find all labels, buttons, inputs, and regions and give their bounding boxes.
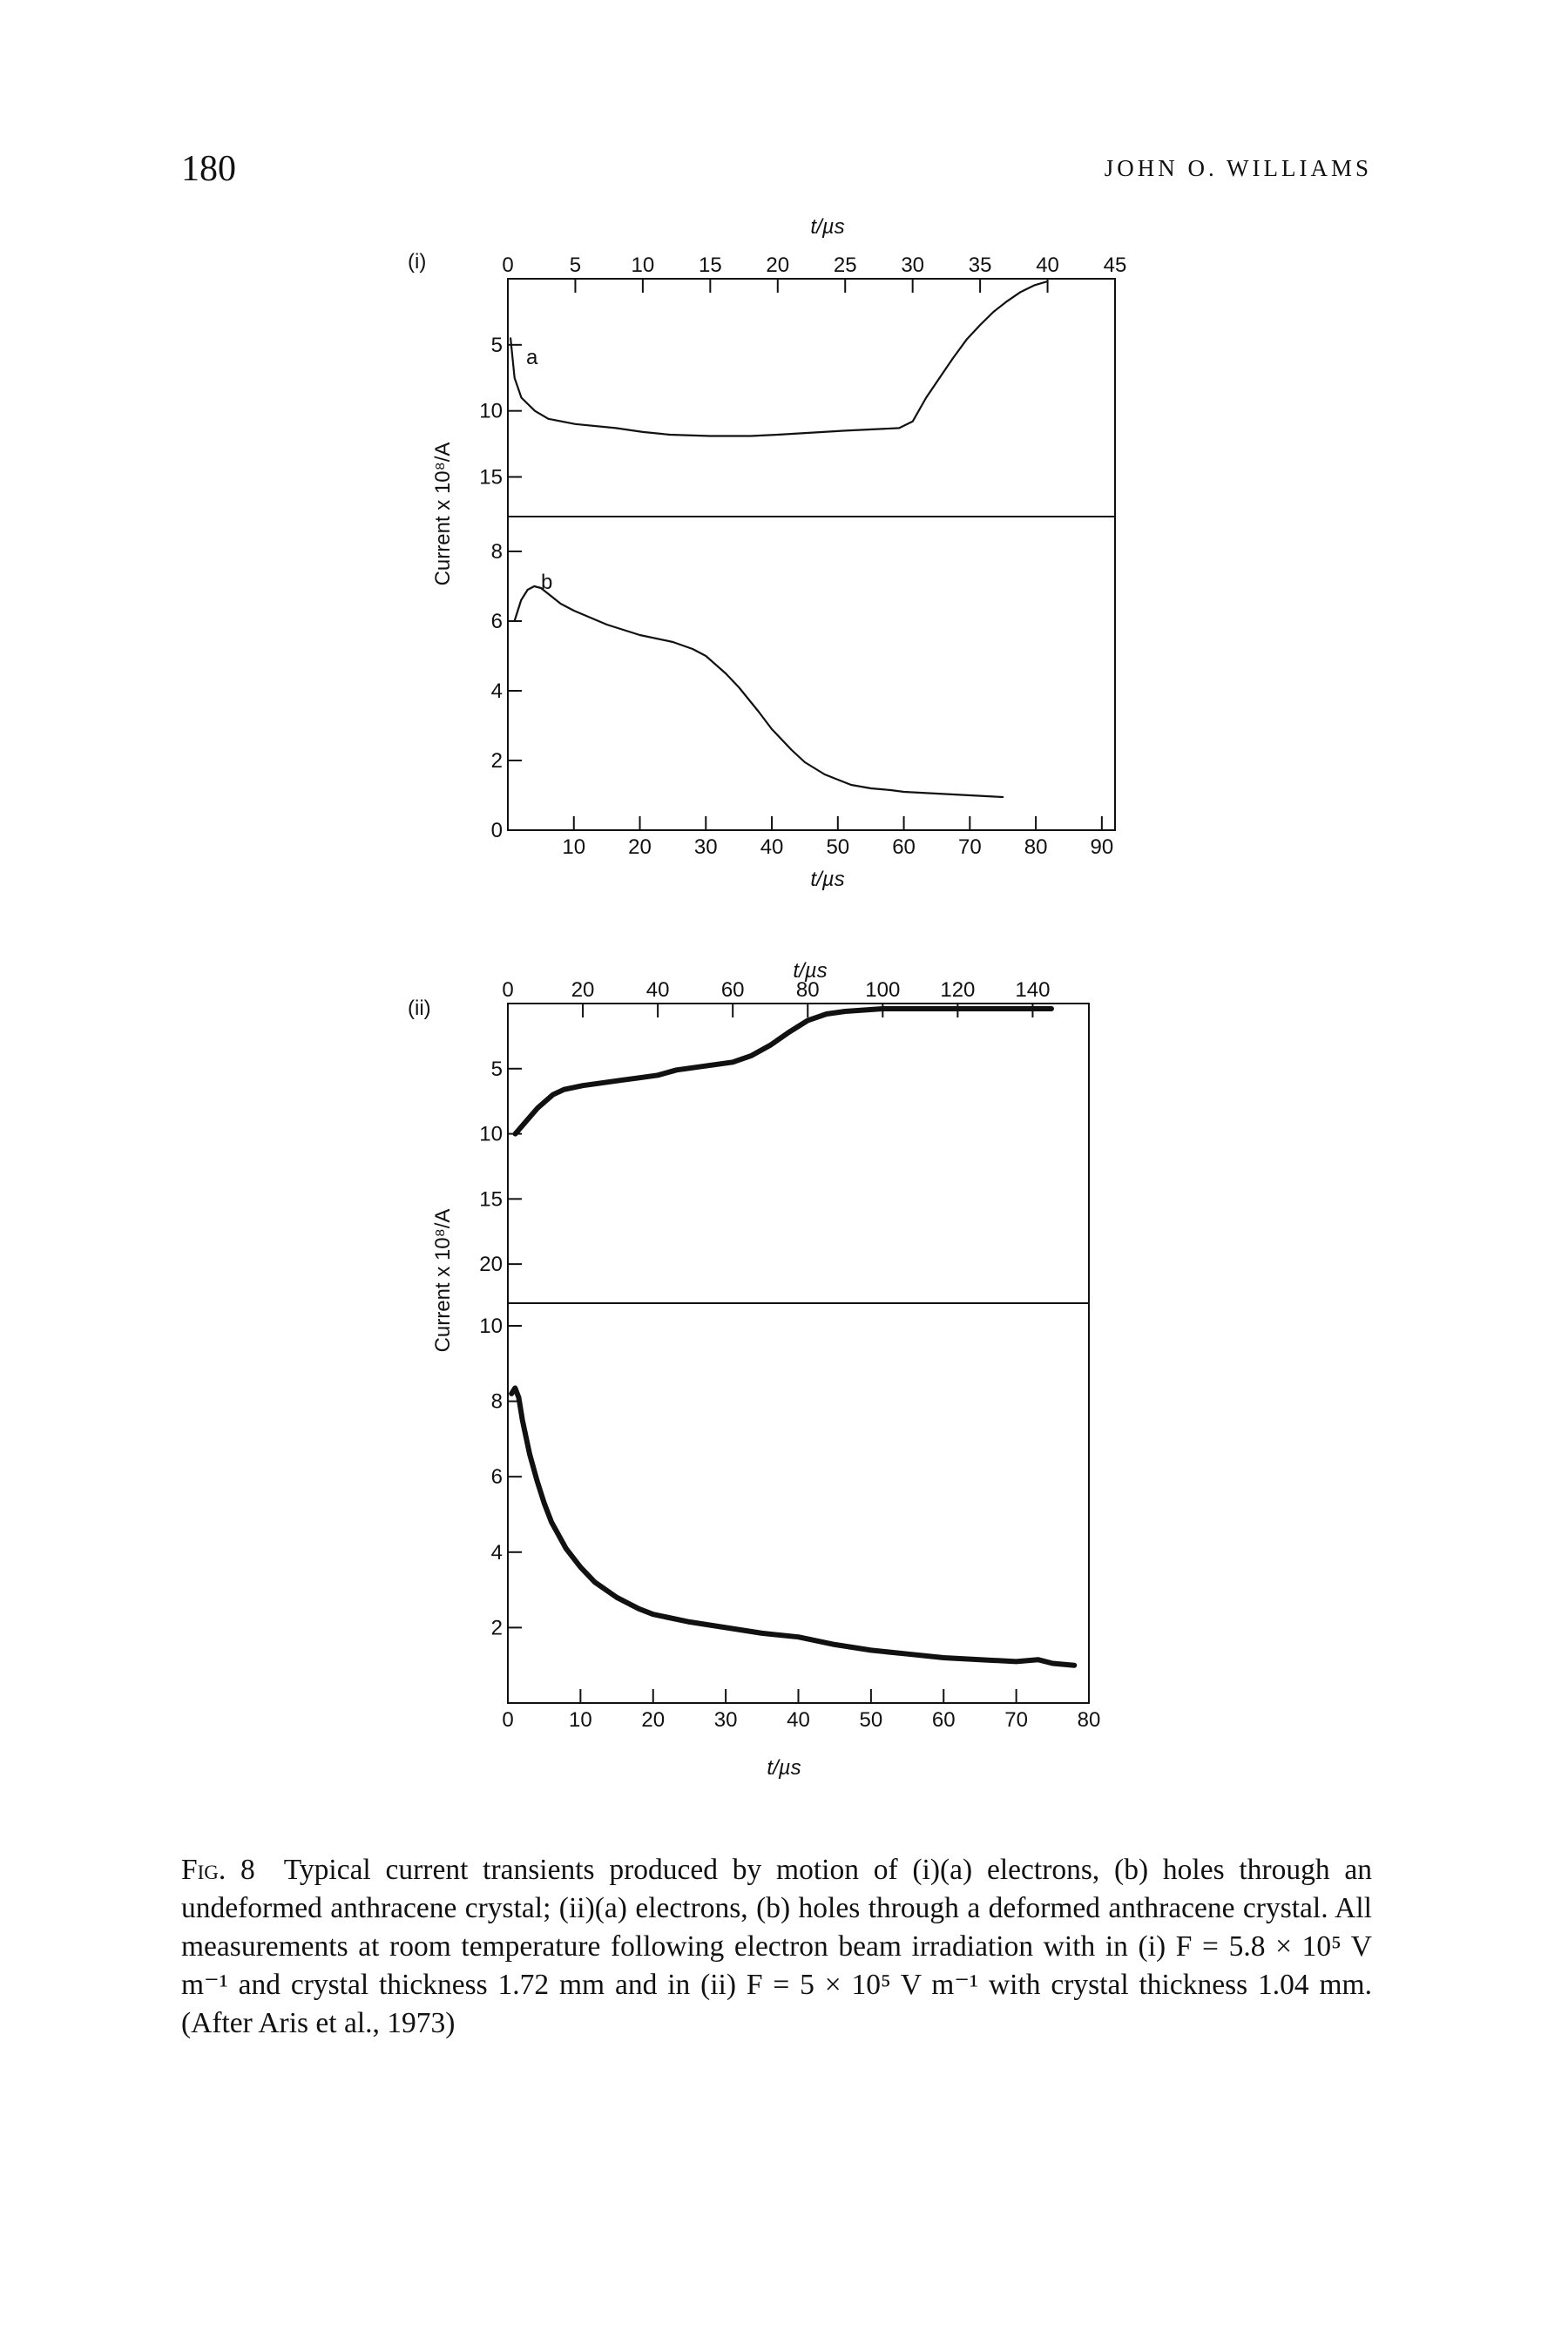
left-tick-label: 4: [491, 1541, 503, 1565]
top-tick-label: 140: [1015, 978, 1050, 1002]
caption-text: Typical current transients produced by m…: [181, 1854, 1372, 2039]
top-tick-label: 35: [969, 253, 992, 277]
top-tick-label: 20: [571, 978, 595, 1002]
figure-caption: Fig. 8 Typical current transients produc…: [181, 1851, 1372, 2043]
top-tick-label: 120: [940, 978, 975, 1002]
top-tick-label: 20: [766, 253, 789, 277]
undefined-curve: [513, 585, 1004, 799]
panel-i-y-axis-label: Current x 10⁸/A: [431, 443, 455, 586]
page-number: 180: [181, 149, 236, 189]
left-tick-label: 0: [491, 819, 503, 842]
curve-label-b: b: [541, 571, 552, 594]
left-tick-label: 6: [491, 610, 503, 633]
bottom-tick-label: 70: [958, 835, 982, 859]
top-tick-label: 0: [502, 978, 513, 1002]
undefined-curve: [512, 1006, 1054, 1137]
left-tick-label: 5: [491, 334, 503, 357]
left-tick-label: 8: [491, 540, 503, 564]
bottom-tick-label: 20: [641, 1708, 665, 1732]
left-tick-label: 8: [491, 1390, 503, 1414]
left-tick-label: 6: [491, 1465, 503, 1489]
top-tick-label: 80: [796, 978, 820, 1002]
panel-ii-y-axis-label: Current x 10⁸/A: [431, 1209, 455, 1353]
bottom-tick-label: 80: [1078, 1708, 1101, 1732]
panel-ii-top-axis-label: t/µs: [793, 959, 827, 983]
bottom-tick-label: 60: [932, 1708, 956, 1732]
bottom-tick-label: 40: [787, 1708, 810, 1732]
top-tick-label: 5: [570, 253, 581, 277]
bottom-tick-label: 80: [1024, 835, 1048, 859]
panel-ii-bottom-axis-label: t/µs: [767, 1756, 801, 1780]
caption-label: Fig. 8: [181, 1854, 255, 1886]
left-tick-label: 10: [479, 1315, 503, 1338]
panel-ii-label: (ii): [408, 997, 431, 1020]
left-tick-label: 10: [479, 1123, 503, 1146]
bottom-tick-label: 60: [892, 835, 916, 859]
panel-i-label: (i): [408, 250, 426, 274]
bottom-tick-label: 70: [1004, 1708, 1028, 1732]
left-tick-label: 5: [491, 1058, 503, 1081]
bottom-tick-label: 0: [502, 1708, 513, 1732]
undefined-curve: [509, 280, 1049, 437]
undefined-curve: [509, 1385, 1078, 1668]
top-tick-label: 0: [502, 253, 513, 277]
panel-i-bottom-axis-label: t/µs: [810, 868, 844, 891]
top-tick-label: 30: [901, 253, 924, 277]
panel-i-frame: [507, 278, 1116, 831]
bottom-tick-label: 50: [860, 1708, 883, 1732]
top-tick-label: 15: [699, 253, 722, 277]
panel-i-top-axis-label: t/µs: [810, 215, 844, 239]
left-tick-label: 4: [491, 679, 503, 703]
top-tick-label: 60: [721, 978, 745, 1002]
running-head: JOHN O. WILLIAMS: [1104, 155, 1372, 181]
bottom-tick-label: 90: [1090, 835, 1113, 859]
top-tick-label: 40: [1036, 253, 1059, 277]
left-tick-label: 15: [479, 1187, 503, 1211]
bottom-tick-label: 30: [714, 1708, 738, 1732]
top-tick-label: 45: [1104, 253, 1127, 277]
curve-label-a: a: [526, 346, 538, 369]
top-tick-label: 10: [632, 253, 655, 277]
left-tick-label: 10: [479, 400, 503, 423]
left-tick-label: 2: [491, 749, 503, 773]
top-tick-label: 100: [865, 978, 900, 1002]
bottom-tick-label: 50: [826, 835, 849, 859]
bottom-tick-label: 30: [694, 835, 718, 859]
top-tick-label: 25: [834, 253, 857, 277]
panel-ii-frame: [507, 1003, 1090, 1704]
bottom-tick-label: 10: [569, 1708, 592, 1732]
bottom-tick-label: 40: [760, 835, 784, 859]
left-tick-label: 15: [479, 466, 503, 490]
top-tick-label: 40: [646, 978, 670, 1002]
bottom-tick-label: 10: [562, 835, 585, 859]
left-tick-label: 2: [491, 1616, 503, 1639]
bottom-tick-label: 20: [628, 835, 652, 859]
left-tick-label: 20: [479, 1253, 503, 1276]
